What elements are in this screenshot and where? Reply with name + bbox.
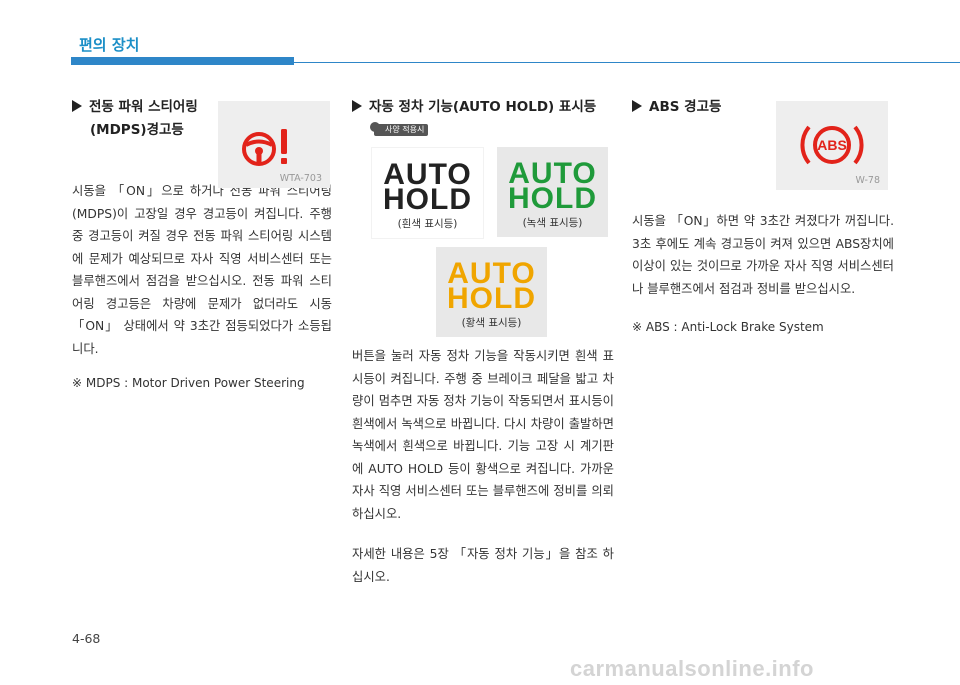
autohold-line1: AUTO [447, 257, 536, 290]
header-rule [294, 62, 960, 63]
mdps-heading-line1: 전동 파워 스티어링 [89, 99, 198, 115]
autohold-caption: (녹색 표시등) [522, 217, 583, 229]
page-section-title: 편의 장치 [79, 36, 140, 54]
abs-heading: ABS 경고등 [632, 96, 894, 119]
option-badge: 사양 적용시 [374, 124, 429, 136]
abs-heading-text: ABS 경고등 [649, 99, 722, 115]
mdps-heading-line2: (MDPS)경고등 [90, 122, 184, 138]
watermark[interactable]: carmanualsonline.info [570, 656, 814, 681]
autohold-heading-text: 자동 정차 기능(AUTO HOLD) 표시등 [369, 99, 597, 115]
autohold-section: 자동 정차 기능(AUTO HOLD) 표시등 [352, 96, 614, 119]
mdps-note: ※ MDPS : Motor Driven Power Steering [72, 376, 305, 390]
triangle-bullet-icon [72, 100, 82, 112]
autohold-caption: (황색 표시등) [461, 317, 522, 329]
autohold-heading: 자동 정차 기능(AUTO HOLD) 표시등 [352, 96, 614, 119]
abs-warning-icon-box: ABS W-78 [776, 101, 888, 190]
abs-body: 시동을 「ON」하면 약 3초간 켜졌다가 꺼집니다. 3초 후에도 계속 경고… [632, 210, 894, 334]
autohold-line2: HOLD [383, 183, 472, 216]
mdps-icon-code: WTA-703 [279, 173, 322, 184]
mdps-warning-icon-box: WTA-703 [218, 101, 330, 188]
autohold-line1: AUTO [383, 158, 472, 191]
header-accent-bar [71, 57, 294, 65]
autohold-line2: HOLD [447, 282, 536, 315]
abs-warning-icon: ABS [800, 125, 864, 165]
triangle-bullet-icon [632, 100, 642, 112]
abs-icon-code: W-78 [855, 175, 880, 186]
mdps-section: 전동 파워 스티어링 (MDPS)경고등 시동을 「ON」으로 하거나 전동 파… [72, 96, 332, 390]
triangle-bullet-icon [352, 100, 362, 112]
mdps-paragraph: 시동을 「ON」으로 하거나 전동 파워 스티어링 (MDPS)이 고장일 경우… [72, 184, 332, 356]
abs-paragraph: 시동을 「ON」하면 약 3초간 켜졌다가 꺼집니다. 3초 후에도 계속 경고… [632, 214, 894, 296]
autohold-line1: AUTO [508, 157, 597, 190]
abs-note: ※ ABS : Anti-Lock Brake System [632, 320, 824, 334]
abs-icon-text: ABS [817, 137, 847, 153]
autohold-body: 버튼을 눌러 자동 정차 기능을 작동시키면 흰색 표시등이 켜집니다. 주행 … [352, 345, 614, 588]
abs-section: ABS 경고등 [632, 96, 894, 119]
autohold-line2: HOLD [508, 182, 597, 215]
autohold-reference: 자세한 내용은 5장 「자동 정차 기능」을 참조 하십시오. [352, 547, 614, 584]
autohold-paragraph: 버튼을 눌러 자동 정차 기능을 작동시키면 흰색 표시등이 켜집니다. 주행 … [352, 349, 614, 521]
autohold-caption: (흰색 표시등) [397, 218, 458, 230]
mdps-heading: 전동 파워 스티어링 (MDPS)경고등 [72, 96, 332, 142]
page-number: 4-68 [72, 631, 101, 646]
steering-wheel-warning-icon [242, 129, 287, 166]
